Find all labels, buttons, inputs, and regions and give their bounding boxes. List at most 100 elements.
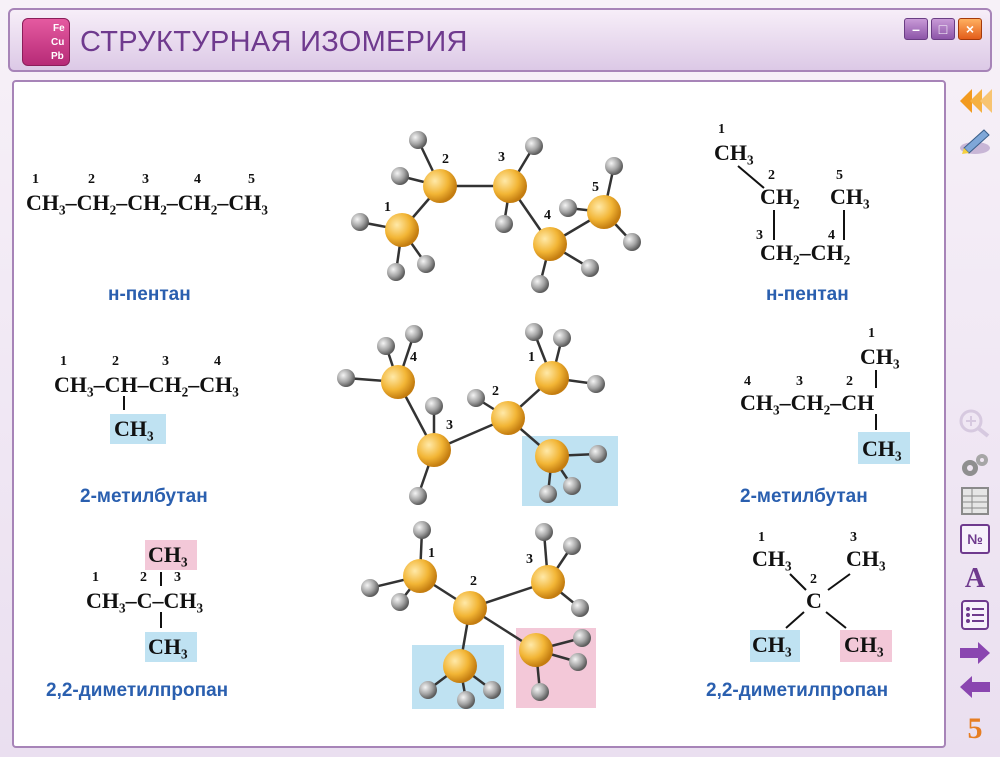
- carbon-number: 2: [846, 374, 853, 389]
- settings-button[interactable]: [956, 448, 994, 482]
- carbon-number: 5: [836, 168, 843, 183]
- logo-text-fe: Fe: [53, 23, 65, 34]
- carbon-number: 4: [194, 172, 201, 187]
- isomer-label: н-пентан: [108, 284, 191, 305]
- atom-number: 1: [384, 200, 391, 215]
- isomer-label: 2,2-диметилпропан: [706, 680, 889, 701]
- carbon-number: 2: [768, 168, 775, 183]
- list-icon: [961, 600, 989, 630]
- table-button[interactable]: [956, 484, 994, 518]
- isomer-label: 2-метилбутан: [80, 486, 208, 507]
- isomer-label: н-пентан: [766, 284, 849, 305]
- formula-dimethylpropane: CH₃–C–CH₃: [86, 588, 204, 613]
- font-icon: A: [964, 563, 986, 594]
- formula-methyl-top: CH₃: [148, 542, 188, 567]
- bond-line: [789, 573, 807, 591]
- formula-main-chain: CH₃–CH₂–CH: [740, 390, 875, 415]
- formula-methylbutane: CH₃–CH–CH₂–CH₃: [54, 372, 239, 397]
- prev-icon: [960, 676, 990, 698]
- atom-number: 2: [442, 152, 449, 167]
- settings-icon: [962, 454, 988, 476]
- isomer-label: 2,2-диметилпропан: [46, 680, 229, 701]
- zoom-button[interactable]: [956, 406, 994, 440]
- formula-ch3: CH₃: [844, 632, 884, 657]
- title-bar: Fe Cu Pb СТРУКТУРНАЯ ИЗОМЕРИЯ – □ ×: [8, 8, 992, 72]
- highlight-right-blue: [750, 630, 800, 662]
- carbon-number: 2: [88, 172, 95, 187]
- window-title: СТРУКТУРНАЯ ИЗОМЕРИЯ: [80, 26, 468, 58]
- isomer-label: 2-метилбутан: [740, 486, 868, 507]
- carbon-number: 2: [140, 570, 147, 585]
- atom-number: 2: [492, 384, 499, 399]
- zoom-icon: [959, 409, 990, 438]
- carbon-number: 3: [174, 570, 181, 585]
- edit-button[interactable]: [956, 124, 994, 158]
- window-controls: – □ ×: [904, 18, 982, 40]
- atom-number: 5: [592, 180, 599, 195]
- font-button[interactable]: A: [956, 562, 994, 596]
- carbon-number: 1: [718, 122, 725, 137]
- bond-line: [785, 611, 805, 629]
- back-button[interactable]: [956, 84, 994, 118]
- carbon-number: 3: [142, 172, 149, 187]
- prev-button[interactable]: [956, 670, 994, 704]
- formula-central-carbon: C: [806, 588, 822, 613]
- carbon-number: 3: [162, 354, 169, 369]
- atom-number: 1: [428, 546, 435, 561]
- close-button[interactable]: ×: [958, 18, 982, 40]
- carbon-number: 4: [214, 354, 221, 369]
- carbon-number: 4: [744, 374, 751, 389]
- carbon-number: 3: [850, 530, 857, 545]
- next-icon: [960, 642, 990, 664]
- highlight-right-pink: [840, 630, 892, 662]
- model-dimethylpropane: [361, 521, 591, 709]
- grade-icon: 5: [967, 712, 983, 745]
- bond-line: [825, 611, 847, 629]
- atom-number: 1: [528, 350, 535, 365]
- logo-text-pb: Pb: [51, 51, 64, 62]
- formula-ch3: CH₃: [714, 140, 754, 165]
- formula-ch3: CH₃: [752, 546, 792, 571]
- next-button[interactable]: [956, 636, 994, 670]
- atom-number: 4: [410, 350, 417, 365]
- highlight-methyl-right: [858, 432, 910, 464]
- carbon-number: 1: [868, 326, 875, 341]
- bond-line: [737, 165, 765, 189]
- pencil-icon: [960, 129, 990, 154]
- logo-text-cu: Cu: [51, 37, 65, 48]
- formula-ch2-ch2: CH₂–CH₂: [760, 240, 851, 265]
- list-button[interactable]: [956, 598, 994, 632]
- carbon-number: 5: [248, 172, 255, 187]
- carbon-number: 2: [810, 572, 817, 587]
- carbon-number: 1: [758, 530, 765, 545]
- formula-methyl-branch: CH₃: [862, 436, 902, 461]
- model-pentane: [351, 131, 641, 293]
- number-button[interactable]: №: [956, 522, 994, 556]
- minimize-button[interactable]: –: [904, 18, 928, 40]
- atom-number: 2: [470, 574, 477, 589]
- back-icon: [960, 89, 992, 113]
- atom-number: 4: [544, 208, 551, 223]
- formula-ch2: CH₂: [760, 184, 800, 209]
- grade-button[interactable]: 5: [956, 712, 994, 746]
- maximize-button[interactable]: □: [931, 18, 955, 40]
- formula-ch3: CH₃: [846, 546, 886, 571]
- carbon-number: 3: [756, 228, 763, 243]
- formula-ch3: CH₃: [830, 184, 870, 209]
- highlight-methyl: [110, 414, 166, 444]
- formula-methyl-bottom: CH₃: [148, 634, 188, 659]
- bond-line: [827, 573, 851, 591]
- formula-ch3: CH₃: [752, 632, 792, 657]
- carbon-number: 1: [60, 354, 67, 369]
- number-icon: №: [960, 524, 990, 554]
- atom-number: 3: [446, 418, 453, 433]
- carbon-number: 1: [32, 172, 39, 187]
- atom-number: 3: [498, 150, 505, 165]
- chemistry-logo-icon: Fe Cu Pb: [22, 18, 70, 66]
- atom-number: 3: [526, 552, 533, 567]
- highlight-blue-bottom: [145, 632, 197, 662]
- formula-methyl-branch: CH₃: [114, 416, 154, 441]
- carbon-number: 2: [112, 354, 119, 369]
